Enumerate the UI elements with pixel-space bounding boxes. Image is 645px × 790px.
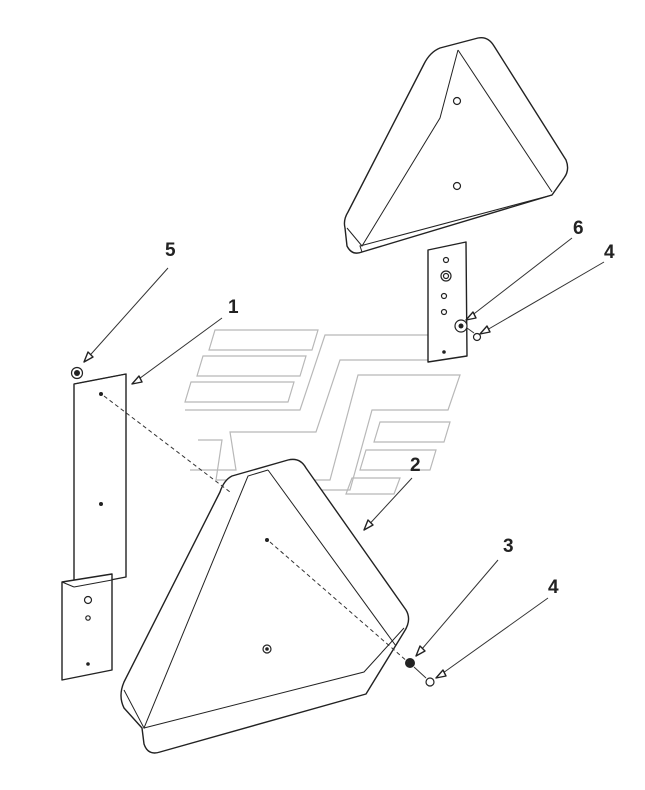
watermark-logo	[184, 329, 461, 495]
callout-5: 5	[165, 240, 176, 261]
reflector-2-body	[120, 458, 410, 754]
bracket-1	[61, 373, 127, 681]
assembly-lines	[103, 395, 409, 663]
upper-reflector-body	[343, 36, 569, 254]
nut-3	[405, 658, 415, 668]
nut-5	[70, 366, 84, 380]
fasteners-lower	[405, 658, 435, 687]
upper-reflector-assembly	[343, 36, 569, 363]
upper-bracket	[427, 241, 468, 363]
callout-4-upper: 4	[604, 242, 615, 263]
callout-2: 2	[410, 455, 421, 476]
reflector-2	[120, 458, 410, 754]
callout-1: 1	[228, 297, 239, 318]
callout-4-lower: 4	[548, 577, 559, 598]
screw-4-lower	[425, 677, 435, 687]
bracket-1-lower-plate	[61, 573, 113, 681]
leader-lines	[83, 237, 605, 679]
callout-6: 6	[573, 218, 584, 239]
screw-4-upper	[472, 332, 482, 342]
upper-reflector-hole-bottom	[452, 181, 462, 191]
bracket-1-upper-plate	[73, 373, 127, 588]
callout-3: 3	[503, 536, 514, 557]
upper-reflector-hole-top	[452, 96, 462, 106]
